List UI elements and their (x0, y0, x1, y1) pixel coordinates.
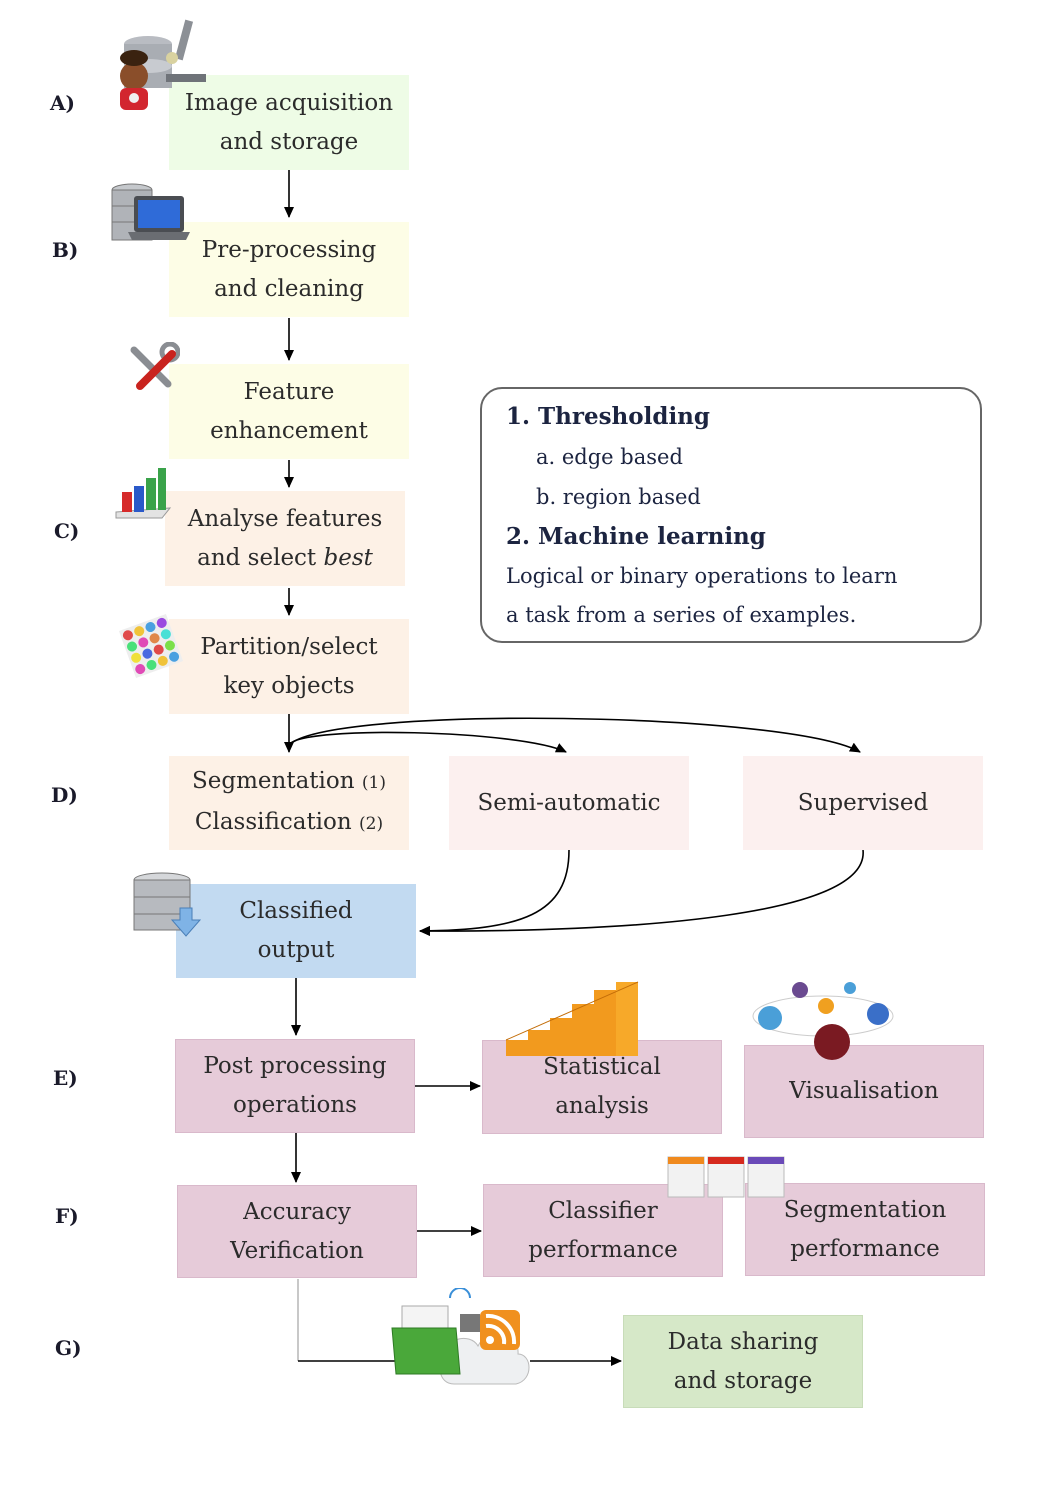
box-line-2: key objects (223, 672, 355, 699)
scientist-microscope-icon (120, 19, 206, 110)
classified-output-box: Classified output (176, 884, 416, 978)
partition-box: Partition/select key objects (169, 619, 409, 714)
database-download-icon (133, 872, 202, 937)
box-line-1: Supervised (797, 789, 929, 816)
segmentation-performance-box: Segmentation performance (745, 1183, 985, 1276)
stairs-chart-icon (505, 981, 639, 1056)
stage-label-e: E) (53, 1066, 78, 1090)
preprocessing-box: Pre-processing and cleaning (169, 222, 409, 317)
stage-label-d: D) (51, 783, 78, 807)
tools-icon (130, 342, 180, 390)
box-line-1: Visualisation (789, 1078, 939, 1104)
database-laptop-icon (111, 183, 190, 241)
mosaic-icon (118, 613, 184, 679)
note-item-region-based: b. region based (536, 485, 701, 509)
box-line-2: and select best (197, 539, 373, 578)
segmentation-tag: (1) (361, 773, 386, 793)
note-heading-machine-learning: 2. Machine learning (506, 523, 766, 550)
note-item-edge-based: a. edge based (536, 445, 683, 469)
stage-label-b: B) (52, 238, 79, 262)
classifier-performance-box: Classifier performance (483, 1184, 723, 1277)
folder-cloud-rss-icon (391, 1288, 530, 1385)
box-line-1: Semi-automatic (477, 789, 661, 816)
box-line-2: and cleaning (214, 275, 364, 302)
box-line-1: Classifier (548, 1197, 658, 1224)
box-line-2: analysis (555, 1093, 649, 1119)
box-line-1: Segmentation (1) (192, 762, 386, 803)
classification-tag: (2) (359, 814, 384, 834)
box-line-1: Partition/select (200, 633, 378, 660)
box-line-1: Data sharing (667, 1328, 819, 1355)
stage-label-f: F) (55, 1204, 79, 1228)
box-line-2: and storage (219, 128, 359, 155)
arrow-semi-to-output (419, 849, 570, 936)
classification-label: Classification (194, 809, 352, 835)
box-line-1: Statistical (543, 1054, 661, 1080)
post-processing-box: Post processing operations (175, 1039, 415, 1133)
box-line-1: Image acquisition (184, 89, 394, 116)
box-line-2: performance (790, 1235, 940, 1262)
bar-chart-icon (115, 468, 172, 519)
box-line-1: Post processing (203, 1053, 387, 1079)
box-line-1: Segmentation (783, 1196, 947, 1223)
box-line-2: output (257, 937, 335, 963)
note-heading-thresholding: 1. Thresholding (506, 403, 710, 430)
segmentation-box: Segmentation (1) Classification (2) (169, 756, 409, 850)
box-line-2-text: and select (197, 544, 324, 571)
data-sharing-box: Data sharing and storage (623, 1315, 863, 1408)
box-line-2: and storage (673, 1367, 813, 1394)
segmentation-label: Segmentation (192, 768, 355, 794)
orbit-spheres-icon (752, 982, 894, 1060)
box-line-1: Classified (239, 898, 353, 924)
box-line-1: Feature (243, 378, 335, 405)
box-line-1: Analyse features (187, 505, 383, 532)
box-line-2-emphasis: best (323, 544, 373, 571)
note-text-line-1: Logical or binary operations to learn (506, 564, 898, 588)
box-line-2: Classification (2) (195, 803, 383, 844)
accuracy-verification-box: Accuracy Verification (177, 1185, 417, 1278)
supervised-box: Supervised (743, 756, 983, 850)
feature-enhancement-box: Feature enhancement (169, 364, 409, 459)
visualisation-box: Visualisation (744, 1045, 984, 1138)
box-line-1: Accuracy (243, 1198, 351, 1225)
semi-automatic-box: Semi-automatic (449, 756, 689, 850)
analyse-features-box: Analyse features and select best (165, 491, 405, 586)
arrow-supervised-to-output (419, 849, 864, 937)
stage-label-a: A) (50, 91, 75, 115)
stage-label-c: C) (54, 519, 80, 543)
box-line-1: Pre-processing (201, 236, 377, 263)
arrow-to-supervised (288, 717, 861, 753)
stage-label-g: G) (55, 1336, 82, 1360)
box-line-2: Verification (230, 1237, 364, 1264)
box-line-2: operations (233, 1092, 357, 1118)
box-line-2: enhancement (210, 417, 368, 444)
methods-note-box: 1. Thresholding a. edge based b. region … (480, 387, 982, 643)
note-text-line-2: a task from a series of examples. (506, 603, 857, 627)
window-tiles-icon (667, 1156, 785, 1198)
arrow-to-semi-automatic (288, 731, 567, 753)
box-line-2: performance (528, 1236, 678, 1263)
image-acquisition-box: Image acquisition and storage (169, 75, 409, 170)
